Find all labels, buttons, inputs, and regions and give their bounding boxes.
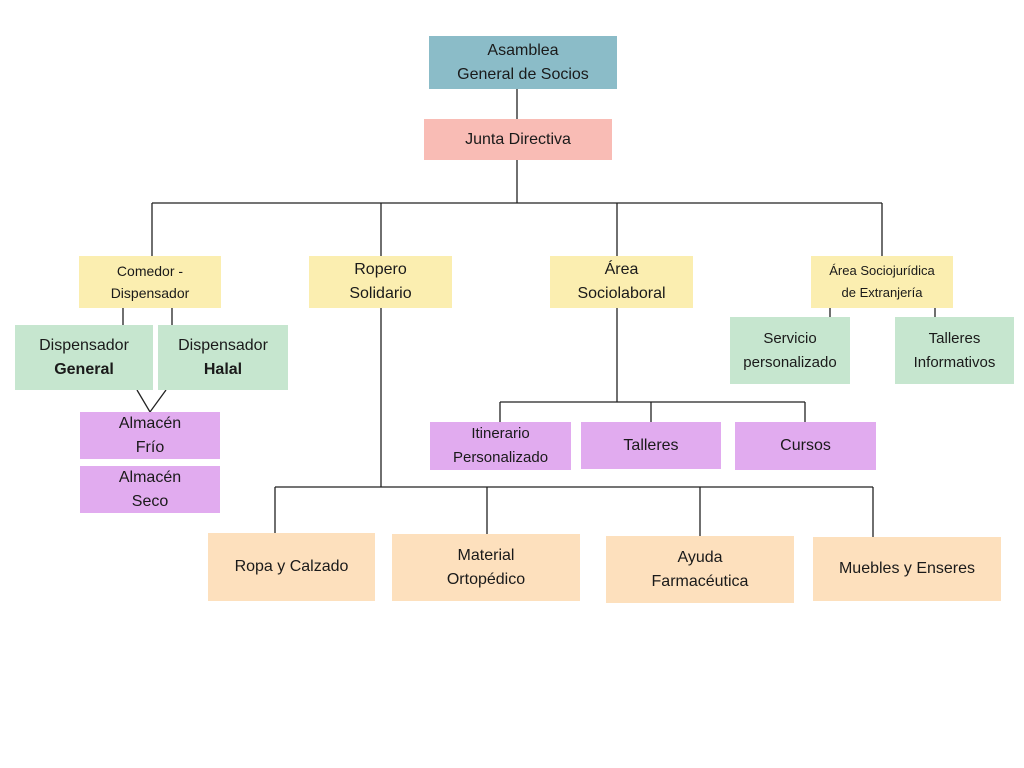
node-label: Solidario	[349, 285, 412, 302]
node-label: Frío	[135, 438, 165, 456]
node-label: General de Socios	[457, 65, 589, 83]
node-label: de Extranjería	[841, 285, 923, 300]
node-label: Talleres	[623, 436, 679, 454]
node-label: Ropa y Calzado	[234, 558, 349, 575]
node-label: Almacén	[118, 414, 182, 432]
node-servicio: Servicio personalizado	[730, 317, 850, 384]
node-label: Junta Directiva	[465, 130, 571, 148]
node-label: Ayuda	[677, 548, 723, 566]
node-label: Ortopédico	[446, 570, 526, 588]
node-sociojuridica: Área Sociojurídica de Extranjería	[811, 256, 953, 308]
node-comedor: Comedor - Dispensador	[79, 256, 221, 308]
node-label: personalizado	[743, 353, 837, 371]
node-label: Informativos	[913, 353, 996, 371]
node-label: General	[54, 360, 114, 378]
node-label: Seco	[131, 492, 169, 510]
node-label: Asamblea	[487, 41, 559, 59]
node-ropa-calzado: Ropa y Calzado	[208, 533, 375, 601]
node-label: Área Sociojurídica	[829, 263, 935, 278]
node-label: Cursos	[780, 437, 831, 454]
node-label: Material	[457, 546, 515, 564]
node-muebles-enseres: Muebles y Enseres	[813, 537, 1001, 601]
node-label: Halal	[203, 360, 243, 378]
node-label: Dispensador	[178, 336, 268, 354]
node-label: Personalizado	[452, 449, 549, 466]
node-label: Dispensador	[110, 285, 190, 301]
node-label: Ropero	[354, 261, 407, 278]
node-label: Sociolaboral	[577, 285, 666, 302]
node-label: Farmacéutica	[651, 572, 749, 590]
node-junta-directiva: Junta Directiva	[424, 119, 612, 160]
node-label: Servicio	[763, 329, 817, 347]
node-label: Comedor -	[116, 263, 184, 279]
node-cursos: Cursos	[735, 422, 876, 470]
node-label: Talleres	[928, 329, 981, 347]
node-label: Área	[604, 261, 639, 278]
node-talleres: Talleres	[581, 422, 721, 469]
node-label: Muebles y Enseres	[838, 560, 976, 577]
node-label: Dispensador	[39, 336, 129, 354]
node-label: Almacén	[118, 468, 182, 486]
node-label: Itinerario	[471, 425, 530, 442]
